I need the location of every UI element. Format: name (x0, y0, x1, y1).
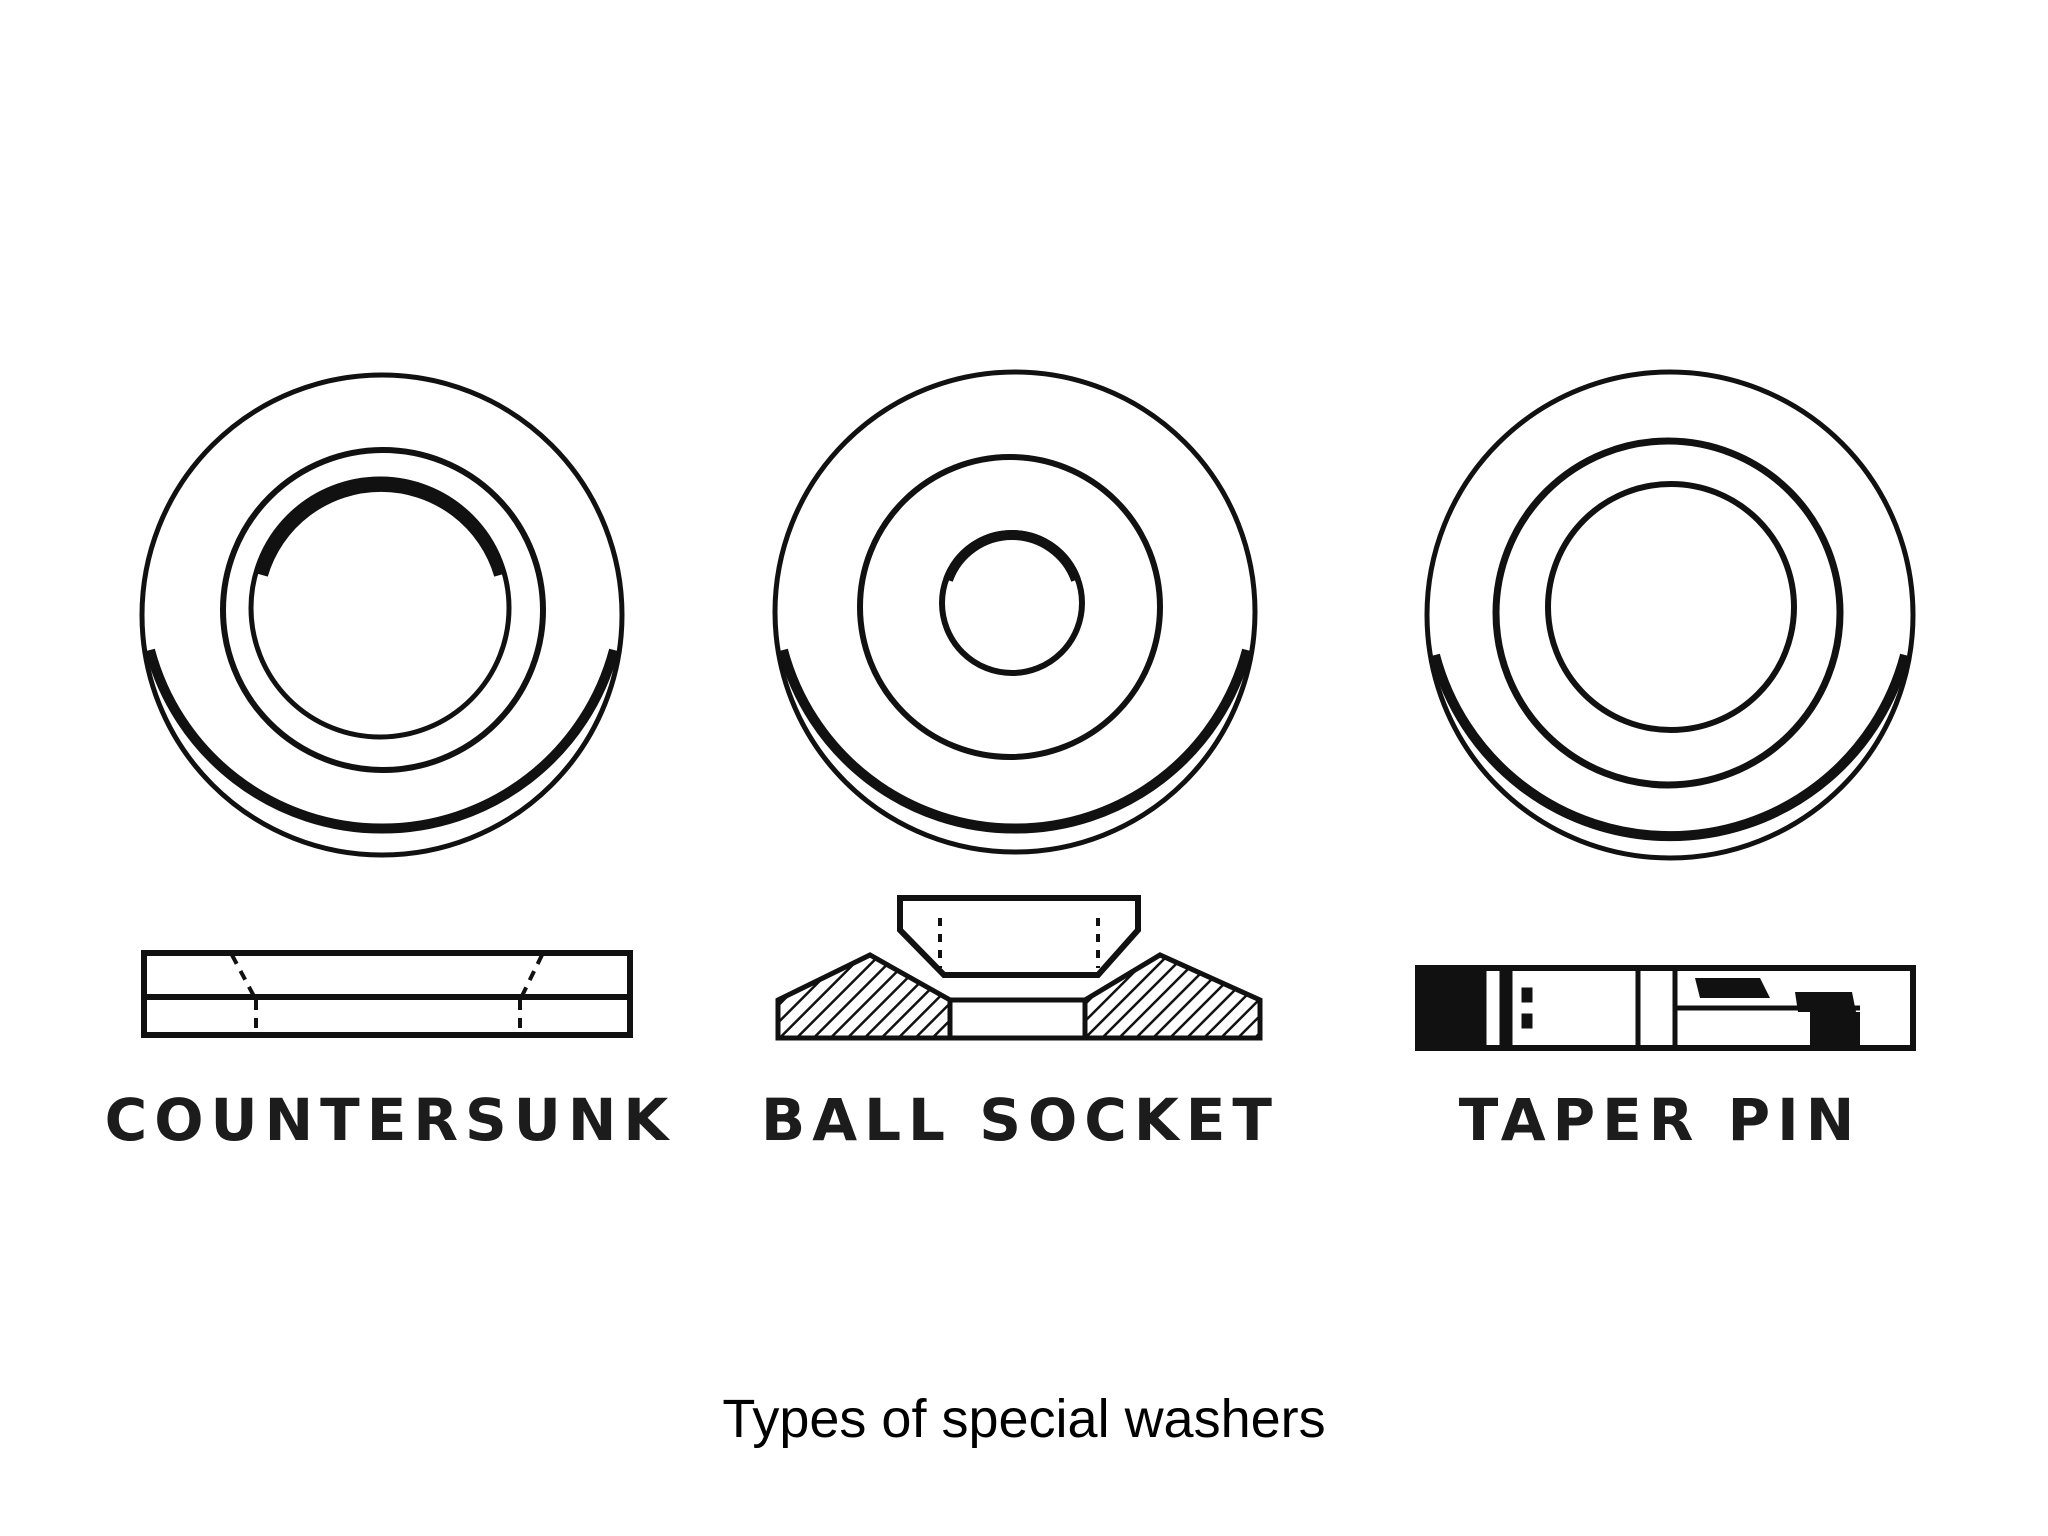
ball-socket-washer (772, 369, 1263, 1041)
countersunk-washer (139, 372, 633, 1038)
figure-caption: Types of special washers (722, 1389, 1326, 1449)
ball-socket-left-hatched (775, 952, 953, 1041)
ball-socket-right-hatched (1082, 952, 1263, 1041)
countersunk-top-view (139, 372, 625, 858)
taper-pin-label: TAPER PIN (1458, 1086, 1862, 1154)
taper-pin-side-view (1415, 965, 1916, 1051)
ball-socket-top-view (772, 369, 1258, 855)
countersunk-side-view (141, 950, 633, 1038)
ball-socket-label: BALL SOCKET (761, 1086, 1279, 1154)
countersunk-label: COUNTERSUNK (104, 1086, 676, 1154)
taper-pin-top-view (1424, 369, 1916, 861)
ball-socket-side-view (775, 895, 1263, 1041)
ball-socket-ball-nut (897, 895, 1141, 978)
taper-pin-washer (1415, 369, 1916, 1051)
